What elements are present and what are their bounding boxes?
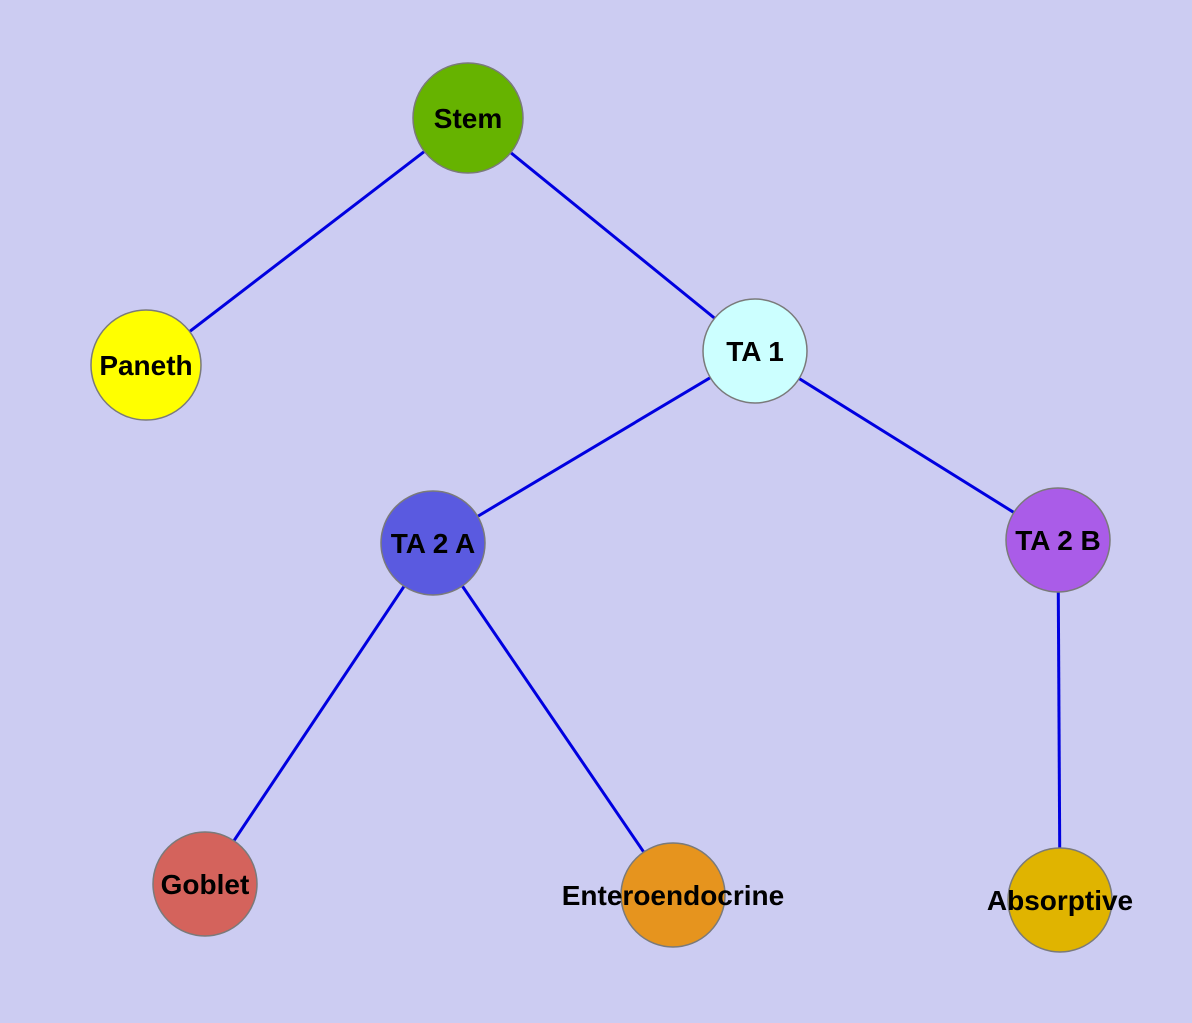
node-label-ta2a: TA 2 A: [391, 528, 476, 559]
edge-stem-paneth: [145, 116, 469, 367]
node-label-enteroendocrine: Enteroendocrine: [562, 880, 784, 911]
node-label-ta1: TA 1: [726, 336, 784, 367]
node-circle-ta2a: [380, 490, 486, 596]
edge-ta2a-goblet: [203, 542, 435, 885]
node-label-stem: Stem: [434, 103, 502, 134]
node-ta2a: TA 2 A: [380, 490, 486, 596]
node-circle-absorptive: [1007, 847, 1113, 953]
node-enteroendocrine: Enteroendocrine: [562, 842, 784, 948]
node-circle-goblet: [152, 831, 258, 937]
node-ta1: TA 1: [702, 298, 808, 404]
node-circle-ta2b: [1005, 487, 1111, 593]
node-label-goblet: Goblet: [161, 869, 250, 900]
node-absorptive: Absorptive: [987, 847, 1133, 953]
edge-ta2b-absorptive: [1056, 539, 1062, 901]
node-paneth: Paneth: [90, 309, 202, 421]
edge-ta1-ta2b: [754, 349, 1059, 542]
edge-ta1-ta2a: [432, 349, 756, 545]
node-circle-stem: [412, 62, 524, 174]
node-label-ta2b: TA 2 B: [1015, 525, 1101, 556]
node-circle-ta1: [702, 298, 808, 404]
node-circle-enteroendocrine: [620, 842, 726, 948]
node-label-absorptive: Absorptive: [987, 885, 1133, 916]
node-ta2b: TA 2 B: [1005, 487, 1111, 593]
node-circle-paneth: [90, 309, 202, 421]
edge-stem-ta1: [467, 116, 756, 353]
edge-ta2a-enteroendocrine: [431, 542, 675, 896]
node-stem: Stem: [412, 62, 524, 174]
node-goblet: Goblet: [152, 831, 258, 937]
node-label-paneth: Paneth: [99, 350, 192, 381]
